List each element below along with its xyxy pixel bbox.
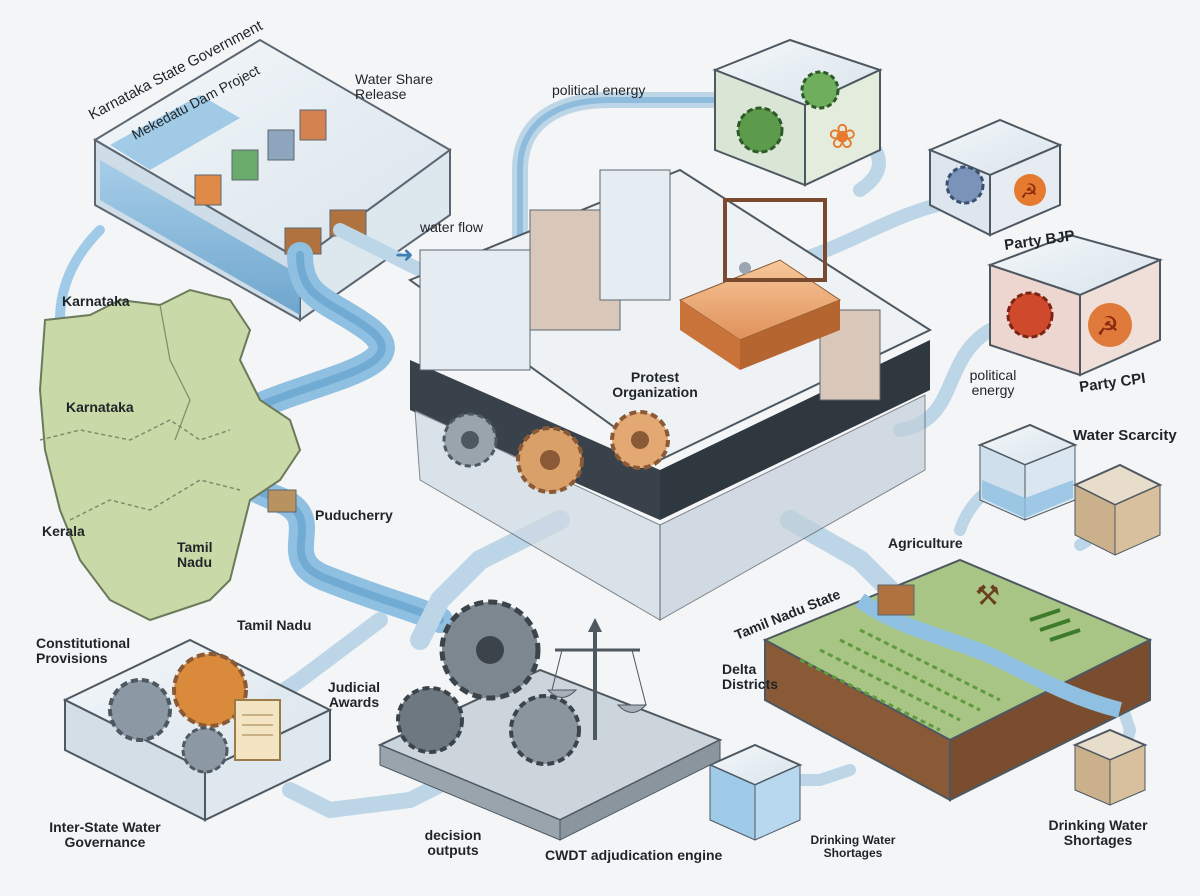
label-constitutional-provisions: Constitutional Provisions <box>36 635 131 667</box>
label-agriculture: Agriculture <box>888 535 963 551</box>
label-protest-organization: Protest Organization <box>612 369 698 401</box>
label-water-scarcity: Water Scarcity <box>1073 427 1177 444</box>
scroll-icon <box>234 699 281 761</box>
label-tamil-nadu-map: Tamil Nadu <box>177 539 213 571</box>
arrow-right-icon: ➜ <box>395 243 413 268</box>
label-karnataka-map: Karnataka <box>66 399 134 415</box>
drinking-water-tank-small <box>707 743 803 841</box>
gear-icon <box>610 410 670 470</box>
hammer-sickle-icon: ☭ <box>1096 312 1119 342</box>
plough-icon: ⚒ <box>975 579 1000 612</box>
turbine-block <box>299 109 327 141</box>
south-india-map <box>38 288 302 622</box>
label-kerala: Kerala <box>42 523 85 539</box>
label-political-energy-right: political energy <box>969 367 1017 399</box>
label-political-energy-top: political energy <box>552 82 645 98</box>
sluice-gate <box>877 584 915 616</box>
gear-icon <box>509 694 581 766</box>
label-drinking-water-small: Drinking Water Shortages <box>810 833 896 861</box>
label-inter-state-governance: Inter-State Water Governance <box>49 819 161 851</box>
label-delta-districts: Delta Districts <box>722 661 779 693</box>
label-decision-outputs: decision outputs <box>424 827 482 859</box>
label-water-share-release: Water Share Release <box>355 71 434 103</box>
gear-icon <box>172 652 248 728</box>
building <box>419 249 531 371</box>
gear-icon <box>800 70 840 110</box>
turbine-block <box>267 129 295 161</box>
gear-icon <box>396 686 464 754</box>
inter-state-governance-box <box>62 638 333 822</box>
label-party-cpi: Party CPI <box>1078 370 1146 396</box>
gear-icon <box>108 678 172 742</box>
building <box>599 169 671 301</box>
gear-icon <box>1006 291 1054 339</box>
lotus-icon: ❀ <box>828 117 857 157</box>
gear-icon <box>442 412 498 468</box>
party-bjp-cube: ☭ <box>927 118 1063 237</box>
dry-soil-cube <box>1072 463 1163 556</box>
party-bjp-cube-top: ❀ <box>712 38 883 187</box>
party-cpi-cube: ☭ <box>987 233 1163 377</box>
label-tamil-nadu-river: Tamil Nadu <box>237 617 311 633</box>
label-cwdt: CWDT adjudication engine <box>545 847 723 863</box>
label-judicial-awards: Judicial Awards <box>327 679 381 711</box>
gear-icon <box>736 106 784 154</box>
gear-icon <box>516 426 584 494</box>
gear-icon <box>181 726 229 774</box>
turbine-block <box>194 174 222 206</box>
turbine-block <box>231 149 259 181</box>
puducherry-marker <box>267 489 297 513</box>
delta-farmland: ⚒ <box>762 558 1153 802</box>
mekedatu-dam-box <box>93 38 452 322</box>
drinking-water-cube <box>1072 728 1148 806</box>
stage-truss <box>723 198 827 282</box>
cwdt-engine <box>377 599 723 841</box>
scales-icon <box>546 618 648 740</box>
label-karnataka-top: Karnataka <box>62 293 130 309</box>
water-scarcity-tank <box>977 423 1078 521</box>
label-puducherry: Puducherry <box>315 507 393 523</box>
hammer-sickle-icon: ☭ <box>1020 179 1038 203</box>
protest-speaker <box>739 262 751 274</box>
gear-icon <box>945 165 985 205</box>
label-drinking-water-large: Drinking Water Shortages <box>1048 817 1148 849</box>
label-water-flow: water flow <box>419 219 484 235</box>
